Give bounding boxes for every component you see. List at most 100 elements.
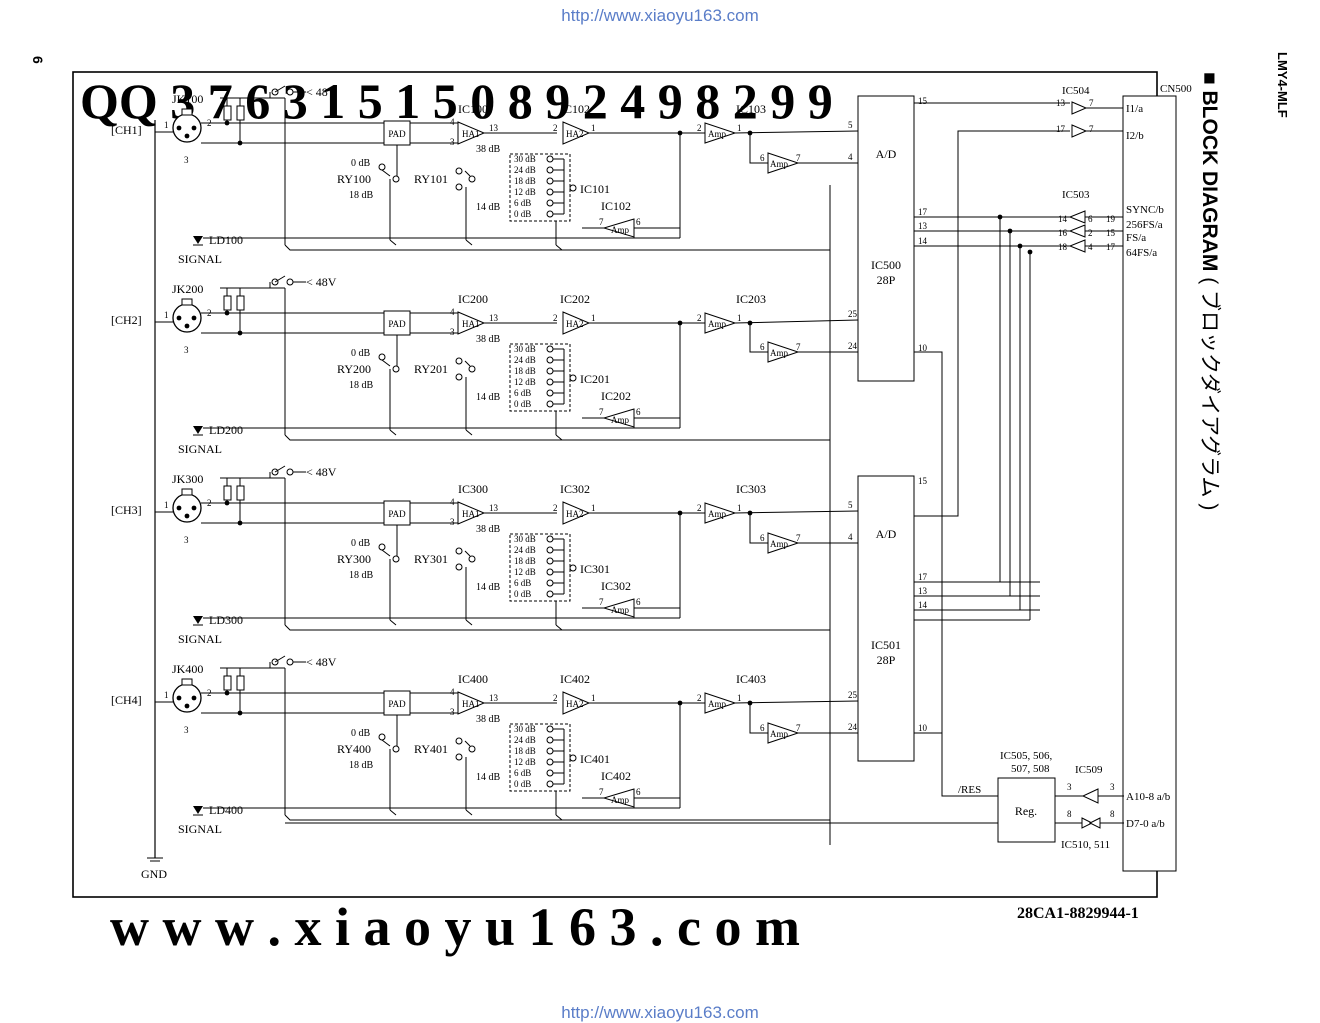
pin-number: 3 (184, 345, 189, 355)
phantom-resistor (236, 105, 245, 121)
led-icon (193, 426, 203, 434)
amp-label: Amp (611, 225, 630, 235)
pin-number: 6 (760, 533, 765, 543)
connector-cn500 (1122, 95, 1177, 872)
led-label: LD300 (209, 613, 243, 627)
pin-number: 15 (918, 476, 928, 486)
pin-number: 4 (450, 497, 455, 507)
pin-number: 18 (1058, 242, 1068, 252)
buffer-ic509 (1081, 788, 1099, 804)
pin-number: 1 (591, 123, 596, 133)
channel-name: [CH4] (111, 693, 142, 707)
gain-step-label: 24 dB (514, 355, 536, 365)
gain-step-label: 24 dB (514, 735, 536, 745)
xlr-pin (191, 695, 197, 701)
pad-label: PAD (388, 699, 406, 709)
wire (389, 239, 397, 246)
gain-relay-label: RY301 (414, 552, 448, 566)
junction (237, 330, 243, 336)
pin-number: 7 (599, 407, 604, 417)
ha2-amplifier (562, 691, 591, 715)
pin-number: 3 (450, 327, 455, 337)
junction (224, 500, 230, 506)
ha1-ic-label: IC100 (458, 102, 488, 116)
pad-block (383, 310, 411, 336)
pad-0db-label: 0 dB (351, 158, 371, 169)
pin-number: 1 (164, 310, 169, 320)
ad-converter (857, 95, 915, 382)
wire (749, 513, 768, 544)
pin-number: 19 (1106, 214, 1116, 224)
gain-step-label: 6 dB (514, 578, 531, 588)
pin-number: 13 (1056, 98, 1066, 108)
junction (224, 690, 230, 696)
pin-number: 4 (848, 532, 853, 542)
gain-step-contact (546, 188, 554, 196)
channel-name: [CH1] (111, 123, 142, 137)
pin-number: 5 (848, 120, 853, 130)
watermark-big-top: QQ 3 7 6 3 1 5 1 5 0 8 9 2 4 9 8 2 9 9 (80, 73, 833, 129)
phantom-resistor (236, 675, 245, 691)
phantom-resistor (223, 675, 232, 691)
gain-38db-label: 38 dB (476, 334, 501, 345)
wire (465, 809, 473, 816)
connector-signal-label: I1/a (1126, 103, 1143, 115)
relay-arm (464, 550, 471, 557)
ic509-label: IC509 (1075, 764, 1103, 776)
ha1-label: HA1 (462, 699, 480, 709)
xlr-latch (181, 108, 193, 116)
wire (389, 619, 397, 626)
xlr-pin (176, 125, 182, 131)
signal-return (284, 814, 831, 845)
xlr-pin (184, 133, 190, 139)
pin-number: 6 (760, 153, 765, 163)
junction (237, 710, 243, 716)
pad-18db-label: 18 dB (349, 190, 374, 201)
gain-switch-contact (569, 564, 577, 572)
pad-relay-label: RY300 (337, 552, 371, 566)
jack-label: JK300 (172, 472, 203, 486)
connector-signal-label: FS/a (1126, 232, 1146, 244)
wire (389, 429, 397, 436)
pin-number: 2 (697, 503, 702, 513)
gain-selector (509, 343, 571, 412)
xlr-pin (184, 513, 190, 519)
gain-step-contact (546, 389, 554, 397)
pin-number: 7 (796, 533, 801, 543)
relay-arm (464, 740, 471, 747)
ha2-amplifier (562, 121, 591, 145)
ic505b-label: 507, 508 (1011, 763, 1050, 775)
clock-buffer (1068, 239, 1086, 253)
pin-number: 6 (636, 787, 641, 797)
pad-0db-label: 0 dB (351, 728, 371, 739)
led-icon (193, 806, 203, 814)
phantom-resistor (223, 295, 232, 311)
gain-switch-ic-label: IC101 (580, 182, 610, 196)
gain-relay-label: RY401 (414, 742, 448, 756)
junction (677, 700, 683, 706)
gain-step-label: 30 dB (514, 154, 536, 164)
ha1-label: HA1 (462, 319, 480, 329)
relay-contact (378, 733, 386, 741)
pin-number: 10 (918, 343, 928, 353)
pin-number: 14 (918, 236, 928, 246)
line-amplifier (704, 502, 737, 524)
ha1-amplifier (457, 311, 486, 335)
connector-signal-label: A10-8 a/b (1126, 791, 1171, 803)
gain-14db-label: 14 dB (476, 772, 501, 783)
relay-contact (392, 555, 400, 563)
digital-section: A/DIC50028P1517131410A/DIC50128P15171314… (141, 83, 1192, 881)
xlr-pin (191, 315, 197, 321)
drawing-number: 28CA1-8829944-1 (1017, 905, 1139, 922)
gain-step-label: 30 dB (514, 724, 536, 734)
relay-contact (455, 373, 463, 381)
gain-14db-label: 14 dB (476, 392, 501, 403)
gain-step-label: 12 dB (514, 757, 536, 767)
pin-number: 2 (553, 123, 558, 133)
relay-contact (392, 175, 400, 183)
gain-step-contact (546, 736, 554, 744)
wire (465, 429, 473, 436)
gain-step-contact (546, 769, 554, 777)
relay-arm (464, 170, 471, 177)
